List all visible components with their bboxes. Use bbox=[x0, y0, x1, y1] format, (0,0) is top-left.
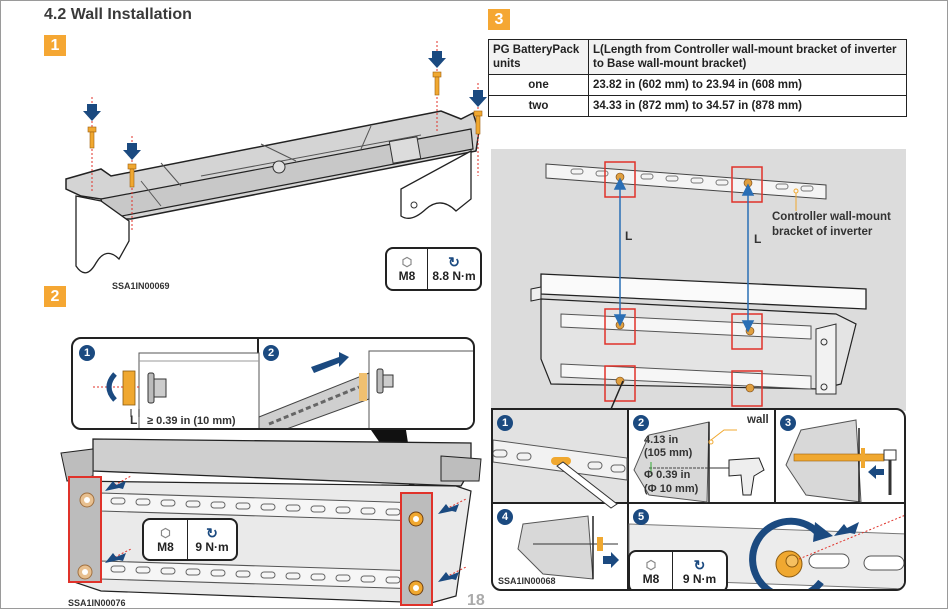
screw-group-1 bbox=[83, 97, 101, 191]
bolt-size-cell: ⬡ M8 bbox=[630, 552, 672, 589]
clearance-label-l: L bbox=[130, 413, 138, 427]
detail-number-2: 2 bbox=[263, 345, 279, 361]
clearance-value: ≥ 0.39 in (10 mm) bbox=[147, 415, 236, 427]
column-header-units: PG BatteryPack units bbox=[488, 39, 589, 75]
figure-code: SSA1IN00076 bbox=[68, 598, 126, 608]
hex-bolt-icon: ⬡ bbox=[401, 255, 413, 269]
step-marker-3: 3 bbox=[488, 9, 510, 30]
screw-group-3 bbox=[428, 41, 446, 131]
cell-units: two bbox=[488, 95, 589, 117]
torque-spec-badge: ⬡ M8 ↻ 9 N·m bbox=[628, 550, 728, 589]
figure-code: SSA1IN00068 bbox=[498, 576, 556, 586]
cell-units: one bbox=[488, 74, 589, 96]
dimension-label-l: L bbox=[754, 232, 762, 246]
divider bbox=[774, 410, 776, 502]
screw-group-2 bbox=[123, 136, 141, 231]
substep-number-4: 4 bbox=[497, 509, 513, 525]
hex-bolt-icon: ⬡ bbox=[160, 525, 171, 540]
table-header-row: PG BatteryPack units L(Length from Contr… bbox=[488, 39, 907, 75]
base-bracket-illustration bbox=[65, 41, 487, 274]
substep-number-3: 3 bbox=[780, 415, 796, 431]
detail-callout: 1 L ≥ 0.39 in (10 mm) 2 bbox=[71, 337, 475, 430]
bracket-spacing-diagram: L L Controller wall-mount bracket of inv… bbox=[491, 149, 906, 411]
callout-pointer bbox=[610, 380, 624, 410]
controller-bracket-callout-line1: Controller wall-mount bbox=[772, 211, 891, 223]
nut-clearance-illustration bbox=[93, 352, 260, 428]
drill-depth-line2: (105 mm) bbox=[644, 447, 693, 459]
torque-value-cell: ↻ 9 N·m bbox=[672, 552, 726, 589]
bolt-size: M8 bbox=[398, 269, 416, 283]
torque-value: 8.8 N·m bbox=[432, 269, 476, 283]
bracket-slide-illustration bbox=[258, 350, 473, 428]
step-marker-1: 1 bbox=[44, 35, 66, 56]
torque-value-cell: ↻ 9 N·m bbox=[187, 520, 236, 559]
drill-diameter-line1: Φ 0.39 in bbox=[644, 469, 691, 481]
detail-number-1: 1 bbox=[79, 345, 95, 361]
table-row: two 34.33 in (872 mm) to 34.57 in (878 m… bbox=[488, 95, 907, 117]
cell-length: 23.82 in (602 mm) to 23.94 in (608 mm) bbox=[588, 74, 907, 96]
column-header-length: L(Length from Controller wall-mount brac… bbox=[588, 39, 907, 75]
torque-value-cell: ↻ 8.8 N·m bbox=[427, 249, 480, 289]
step-marker-2: 2 bbox=[44, 286, 66, 307]
drill-diameter-line2: (Φ 10 mm) bbox=[644, 483, 699, 495]
figure-code: SSA1IN00069 bbox=[112, 281, 170, 291]
torque-spec-badge: ⬡ M8 ↻ 9 N·m bbox=[142, 518, 238, 561]
substep-number-5: 5 bbox=[633, 509, 649, 525]
drill-depth-line1: 4.13 in bbox=[644, 434, 679, 446]
torque-value: 9 N·m bbox=[195, 539, 229, 554]
length-spec-table: PG BatteryPack units L(Length from Contr… bbox=[488, 39, 907, 117]
screw-group-4 bbox=[469, 83, 487, 176]
bolt-size: M8 bbox=[157, 539, 174, 554]
bolt-size: M8 bbox=[642, 571, 660, 586]
torque-value: 9 N·m bbox=[682, 571, 717, 586]
mark-hole-illustration bbox=[493, 439, 628, 509]
rotate-arrow-icon: ↻ bbox=[448, 254, 460, 270]
divider bbox=[627, 410, 629, 589]
hex-bolt-icon: ⬡ bbox=[645, 557, 657, 572]
dimension-label-l: L bbox=[625, 229, 633, 243]
bolt-size-cell: ⬡ M8 bbox=[144, 520, 187, 559]
spacing-illustration bbox=[530, 161, 867, 407]
substep-number-1: 1 bbox=[497, 415, 513, 431]
insert-anchor-illustration bbox=[785, 419, 897, 503]
page-number: 18 bbox=[467, 592, 485, 609]
divider bbox=[493, 502, 904, 504]
substep-number-2: 2 bbox=[633, 415, 649, 431]
drill-hole-illustration bbox=[633, 421, 765, 503]
section-title: 4.2 Wall Installation bbox=[44, 6, 192, 23]
controller-bracket-callout-line2: bracket of inverter bbox=[772, 226, 873, 238]
bolt-size-cell: ⬡ M8 bbox=[387, 249, 427, 289]
rotate-arrow-icon: ↻ bbox=[693, 556, 706, 573]
anchor-install-steps: 1 2 wall 4.13 in (105 mm) Φ 0.39 in (Φ 1… bbox=[491, 408, 906, 591]
torque-spec-badge: ⬡ M8 ↻ 8.8 N·m bbox=[385, 247, 482, 291]
wall-label: wall bbox=[747, 414, 769, 426]
rotate-arrow-icon: ↻ bbox=[206, 524, 218, 541]
remove-nut-illustration bbox=[517, 515, 619, 580]
table-row: one 23.82 in (602 mm) to 23.94 in (608 m… bbox=[488, 74, 907, 96]
cell-length: 34.33 in (872 mm) to 34.57 in (878 mm) bbox=[588, 95, 907, 117]
bracket-front-illustration bbox=[60, 438, 482, 606]
